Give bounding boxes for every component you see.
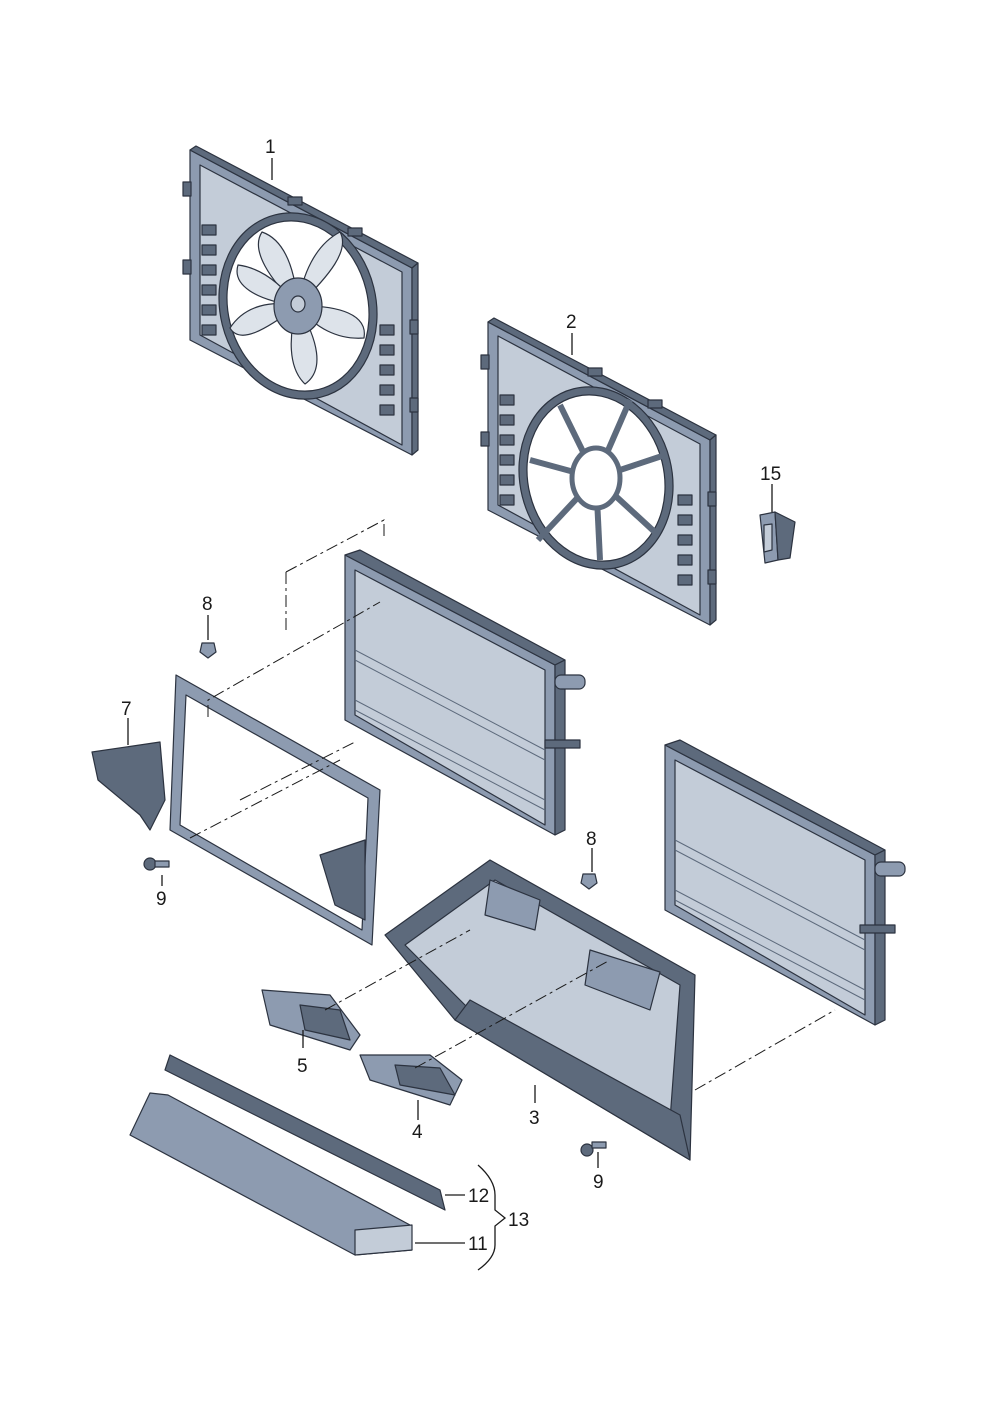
part-11-lower-cover[interactable]	[129, 1092, 413, 1256]
callout-4: 4	[412, 1122, 423, 1143]
part-3-air-duct[interactable]	[384, 859, 696, 1161]
callout-7: 7	[121, 699, 132, 720]
part-9-screw-lower[interactable]	[580, 1141, 607, 1157]
radiator-upper[interactable]	[344, 549, 586, 836]
assembly-guide-lines	[189, 519, 836, 1091]
callout-12: 12	[468, 1186, 489, 1207]
part-1-fan-shroud-with-fan[interactable]	[182, 145, 419, 456]
part-7-air-guide-frame[interactable]	[91, 674, 381, 946]
part-2-fan-shroud[interactable]	[480, 317, 717, 626]
callout-13: 13	[508, 1210, 529, 1231]
callout-8-lower: 8	[586, 829, 597, 850]
part-8-clip-lower[interactable]	[580, 873, 598, 890]
part-9-screw-upper[interactable]	[143, 857, 170, 871]
radiator-lower[interactable]	[664, 739, 906, 1026]
part-12-trim-strip[interactable]	[164, 1054, 446, 1211]
leader-lines	[127, 158, 773, 1271]
callout-8-upper: 8	[202, 594, 213, 615]
callout-2: 2	[566, 312, 577, 333]
callout-5: 5	[297, 1056, 308, 1077]
callout-9-lower: 9	[593, 1172, 604, 1193]
part-5-air-guide-bracket[interactable]	[261, 989, 361, 1051]
callout-1: 1	[265, 137, 276, 158]
part-4-air-guide-bracket[interactable]	[359, 1054, 463, 1106]
part-15-bracket[interactable]	[759, 511, 796, 564]
callout-9-upper: 9	[156, 889, 167, 910]
part-8-clip-upper[interactable]	[199, 642, 217, 659]
callout-11: 11	[468, 1234, 488, 1255]
callout-labels: 1 2 3 4 5 7 8 8 9 9 11 12 13 15	[121, 137, 781, 1255]
callout-15: 15	[760, 464, 781, 485]
callout-3: 3	[529, 1108, 540, 1129]
